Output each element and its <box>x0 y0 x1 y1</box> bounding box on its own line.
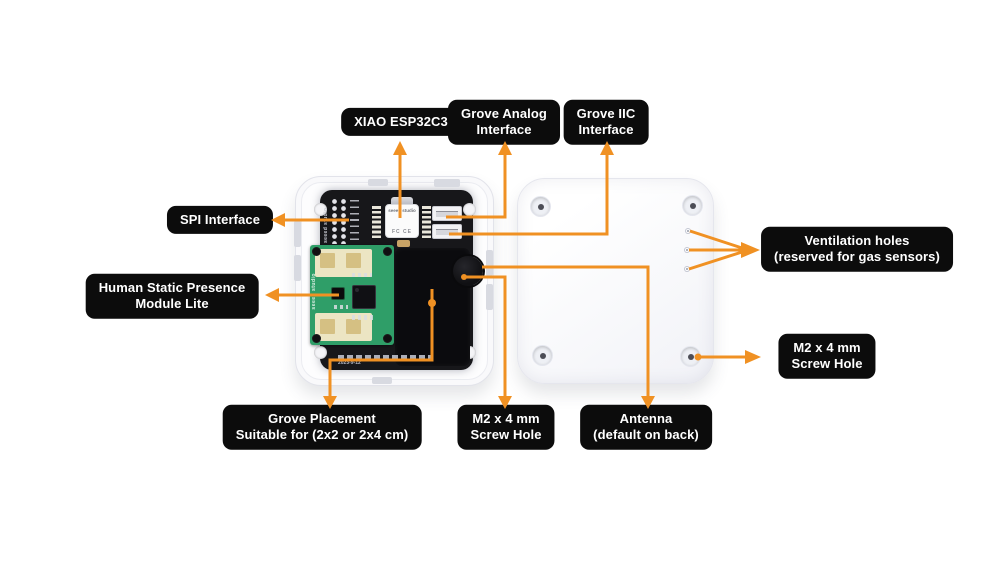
arrowhead-spi <box>271 213 285 227</box>
usb-c-port <box>391 197 413 208</box>
radar-screw <box>312 247 321 256</box>
arrow-ventilation <box>688 229 743 271</box>
pcb-standoff <box>314 346 327 359</box>
arrowhead-grove-placement <box>323 396 337 409</box>
radar-passives <box>334 305 348 309</box>
case-clip-slot <box>486 284 493 310</box>
case-clip-slot <box>294 221 301 247</box>
spi-pin-labels <box>350 200 359 244</box>
case-clip-slot <box>486 250 493 276</box>
xiao-brand-text: seeed studio <box>388 208 416 213</box>
m2-screw-hole-lid <box>681 347 700 366</box>
ventilation-hole <box>685 228 691 234</box>
callout-grove-iic-interface: Grove IIC Interface <box>563 99 649 145</box>
arrowhead-hsp <box>265 288 279 302</box>
callout-m2-screw-hole-right: M2 x 4 mm Screw Hole <box>778 333 876 379</box>
arrowhead-xiao <box>393 141 407 155</box>
dot-m2-bottom <box>461 274 467 280</box>
lid-screw-boss <box>531 197 550 216</box>
radar-passives <box>352 273 372 277</box>
callout-antenna: Antenna (default on back) <box>580 404 712 450</box>
dot-m2-right <box>694 353 702 361</box>
radar-passives <box>352 315 376 320</box>
antenna-connector <box>397 240 410 247</box>
arrow-grove-analog <box>446 154 507 219</box>
radar-antenna-patch <box>346 319 361 334</box>
case-top-slot <box>368 179 388 186</box>
arrow-m2-bottom <box>464 275 507 397</box>
callout-ventilation-holes: Ventilation holes (reserved for gas sens… <box>761 226 953 272</box>
antenna-puck <box>453 256 483 286</box>
radar-screw <box>312 334 321 343</box>
human-static-presence-module: seeed studio <box>310 245 394 345</box>
pcb-standoff <box>463 203 476 216</box>
callout-grove-placement: Grove Placement Suitable for (2x2 or 2x4… <box>222 404 422 450</box>
xiao-pad-column <box>422 206 431 239</box>
radar-antenna-patch <box>320 253 335 268</box>
callout-xiao-esp32c3: XIAO ESP32C3 <box>341 107 461 137</box>
arrowhead-m2-right <box>745 350 761 364</box>
fcc-ce-marks: FC CE <box>392 229 412 235</box>
xiao-pad-column <box>372 206 381 239</box>
callout-m2-screw-hole-bottom: M2 x 4 mm Screw Hole <box>457 404 555 450</box>
radar-screw <box>383 247 392 256</box>
arrowhead-grove-iic <box>600 141 614 155</box>
radar-mcu-chip <box>352 285 376 309</box>
lid-screw-boss <box>533 346 552 365</box>
arrow-grove-iic <box>449 154 609 236</box>
callout-spi-interface: SPI Interface <box>166 205 274 235</box>
case-top-slot <box>434 179 460 187</box>
callout-grove-analog-interface: Grove Analog Interface <box>448 99 560 145</box>
dot-grove-placement <box>428 299 436 307</box>
pcb-silkscreen-text <box>338 355 433 359</box>
ventilation-hole <box>684 266 690 272</box>
radar-antenna-patch <box>320 319 335 334</box>
case-clip-slot <box>294 255 301 281</box>
arrow-antenna <box>482 265 650 397</box>
xiao-esp32c3-module: seeed studio FC CE <box>385 204 419 238</box>
arrowhead-m2-bottom <box>498 396 512 409</box>
arrow-grove-placement <box>328 289 434 397</box>
pcb-date-text: 2023-9-12 <box>338 360 361 366</box>
case-bottom-slot <box>372 377 392 384</box>
radar-antenna-patch <box>346 253 361 268</box>
arrowhead-antenna <box>641 396 655 409</box>
callout-human-static-presence-module: Human Static Presence Module Lite <box>85 273 259 319</box>
pcb-standoff <box>314 203 327 216</box>
ventilation-hole <box>684 247 690 253</box>
lid-screw-boss <box>683 196 702 215</box>
radar-screw <box>383 334 392 343</box>
arrowhead-grove-analog <box>498 141 512 155</box>
arrowhead-ventilation <box>741 242 760 258</box>
